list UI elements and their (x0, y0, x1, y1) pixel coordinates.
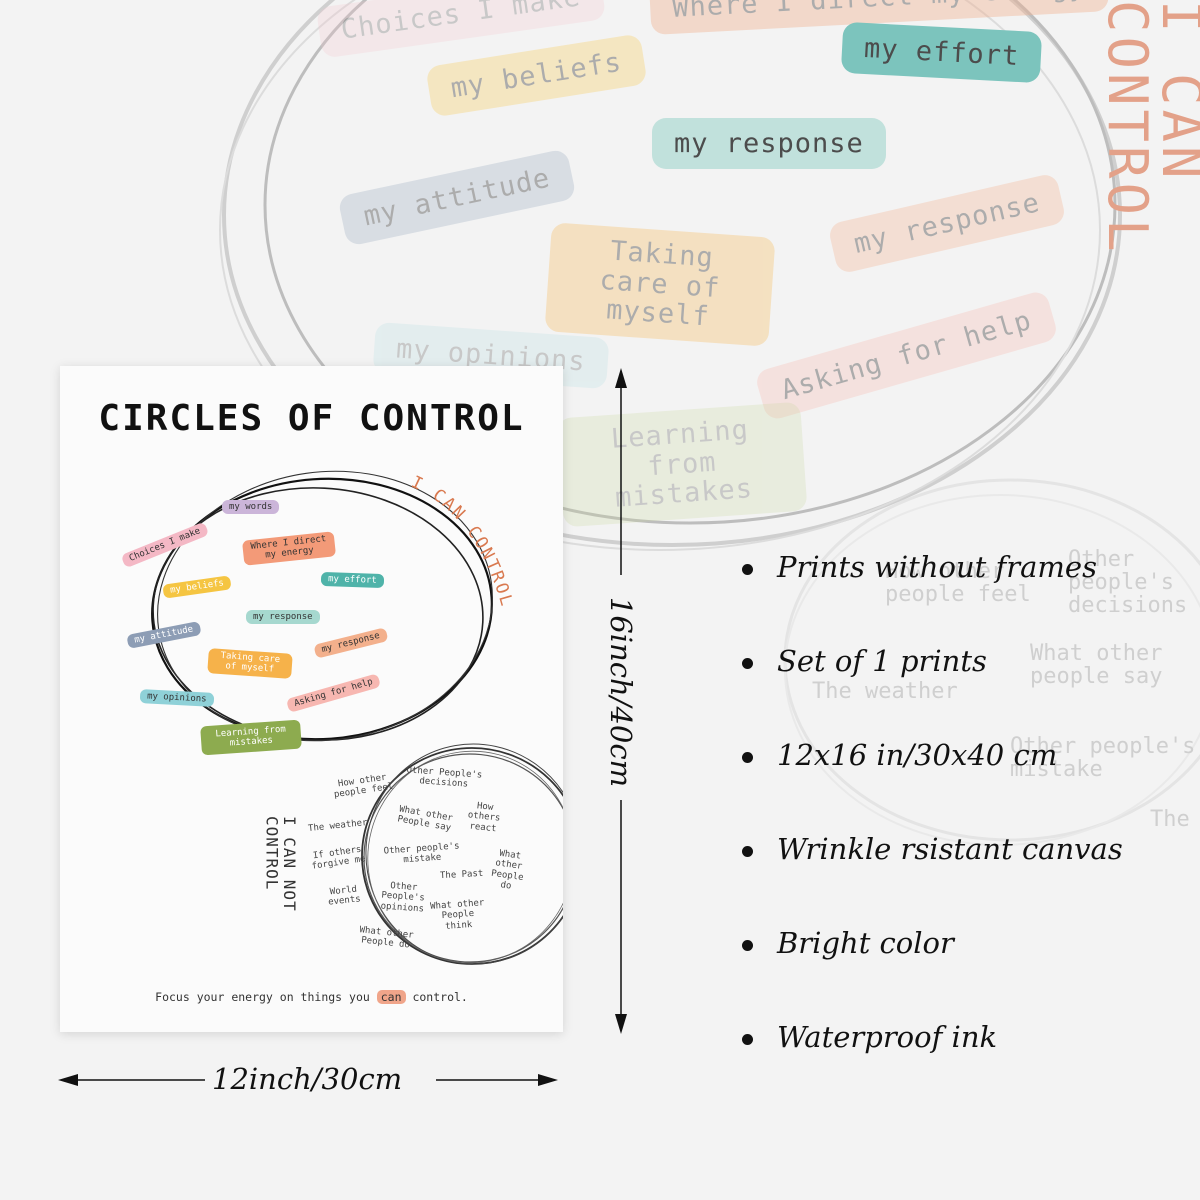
feature-item: Prints without frames (734, 550, 1123, 644)
svg-text:I CAN CONTROL: I CAN CONTROL (408, 472, 517, 610)
bg-ghost-feel: How other people feel (885, 559, 1031, 608)
feature-item: 12x16 in/30x40 cm (734, 738, 1123, 832)
bg-ghost-say: What other people say (1030, 641, 1163, 690)
width-dimension-label: 12inch/30cm (212, 1062, 403, 1096)
bg-ghost-past: The past (1150, 807, 1200, 832)
cannot-control-label: I CAN NOT CONTROL (262, 816, 299, 912)
bg-chip-effort: my effort (840, 21, 1043, 84)
bg-chip-response-1: my response (652, 118, 886, 169)
bullet-icon (742, 564, 753, 575)
bg-ghost-mistake: Other people's mistake (1010, 734, 1196, 783)
bg-ghost-decisions: Other people's decisions (1068, 547, 1188, 619)
bullet-icon (742, 1034, 753, 1045)
bullet-icon (742, 940, 753, 951)
cannot-item-do-1: What other People do (490, 848, 525, 892)
footer-highlight: can (376, 990, 406, 1004)
poster: CIRCLES OF CONTROL I CAN CONTROL my word… (60, 366, 563, 1032)
features-list: Prints without frames Set of 1 prints 12… (734, 550, 1123, 1114)
feature-item: Bright color (734, 926, 1123, 1020)
chip-response-1: my response (246, 610, 320, 625)
feature-item: Wrinkle rsistant canvas (734, 832, 1123, 926)
bullet-icon (742, 846, 753, 857)
bg-chip-learning: Learning from mistakes (556, 401, 808, 528)
bg-can-control-label: I CAN CONTROL (1096, 0, 1200, 256)
bullet-icon (742, 752, 753, 763)
can-control-label: I CAN CONTROL (408, 472, 517, 610)
poster-footer: Focus your energy on things you can cont… (155, 990, 468, 1004)
bg-chip-taking-care: Taking care of myself (544, 222, 776, 347)
cannot-item-react: How others react (467, 801, 501, 835)
feature-item: Set of 1 prints (734, 644, 1123, 738)
height-dimension-label: 16inch/40cm (604, 596, 638, 788)
chip-my-words: my words (222, 500, 280, 515)
bg-ghost-weather: The weather (812, 679, 958, 704)
bullet-icon (742, 658, 753, 669)
feature-item: Waterproof ink (734, 1020, 1123, 1114)
chip-effort: my effort (320, 571, 385, 589)
cannot-item-think: What other People think (429, 898, 485, 932)
cannot-item-opinions: Other People's opinions (380, 881, 425, 915)
poster-title: CIRCLES OF CONTROL (98, 398, 525, 439)
